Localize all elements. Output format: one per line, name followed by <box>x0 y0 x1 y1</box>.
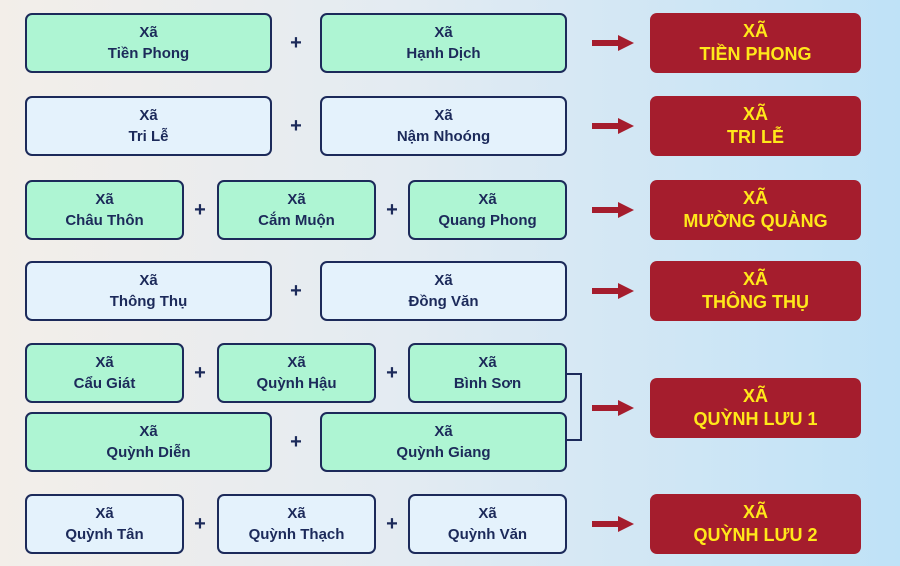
source-commune-box: Xã Thông Thụ <box>25 261 272 321</box>
merged-commune-result: XÃ THÔNG THỤ <box>650 261 861 321</box>
merge-arrow-icon <box>592 283 634 299</box>
commune-type-label: Xã <box>478 354 497 371</box>
plus-sign: + <box>290 431 302 453</box>
plus-sign: + <box>290 32 302 54</box>
commune-name-label: Hạnh Dịch <box>406 45 481 62</box>
commune-type-label: Xã <box>287 354 306 371</box>
commune-name-label: Quỳnh Hậu <box>256 375 337 392</box>
group-bracket-connector <box>567 373 582 441</box>
commune-name-label: Cẩu Giát <box>73 375 136 392</box>
plus-sign: + <box>386 513 398 535</box>
plus-sign: + <box>194 513 206 535</box>
source-commune-box: Xã Quang Phong <box>408 180 567 240</box>
commune-type-label: Xã <box>434 272 453 289</box>
source-commune-box: Xã Hạnh Dịch <box>320 13 567 73</box>
commune-name-label: Quỳnh Tân <box>65 526 144 543</box>
commune-type-label: Xã <box>434 423 453 440</box>
commune-type-label: Xã <box>95 505 114 522</box>
commune-name-label: Quỳnh Giang <box>396 444 491 461</box>
source-commune-box: Xã Tiền Phong <box>25 13 272 73</box>
source-commune-box: Xã Quỳnh Tân <box>25 494 184 554</box>
commune-type-label: Xã <box>478 191 497 208</box>
merge-arrow-icon <box>592 516 634 532</box>
result-name-label: MƯỜNG QUÀNG <box>683 211 828 231</box>
merged-commune-result: XÃ QUỲNH LƯU 2 <box>650 494 861 554</box>
source-commune-box: Xã Đồng Văn <box>320 261 567 321</box>
result-type-label: XÃ <box>742 104 768 124</box>
commune-name-label: Quang Phong <box>438 212 537 229</box>
merged-commune-result: XÃ MƯỜNG QUÀNG <box>650 180 861 240</box>
commune-name-label: Tiền Phong <box>107 45 190 62</box>
source-commune-box: Xã Cắm Muộn <box>217 180 376 240</box>
merge-arrow-icon <box>592 35 634 51</box>
merged-commune-result: XÃ TRI LỄ <box>650 96 861 156</box>
plus-sign: + <box>290 115 302 137</box>
merge-arrow-icon <box>592 202 634 218</box>
commune-name-label: Nậm Nhoóng <box>396 128 491 145</box>
result-name-label: TRI LỄ <box>727 127 784 147</box>
result-name-label: TIỀN PHONG <box>699 44 812 64</box>
commune-type-label: Xã <box>139 272 158 289</box>
merged-commune-result: XÃ QUỲNH LƯU 1 <box>650 378 861 438</box>
result-type-label: XÃ <box>742 502 768 522</box>
plus-sign: + <box>386 362 398 384</box>
result-name-label: QUỲNH LƯU 1 <box>693 409 818 429</box>
commune-type-label: Xã <box>95 191 114 208</box>
result-type-label: XÃ <box>742 188 768 208</box>
commune-name-label: Bình Sơn <box>453 375 522 392</box>
commune-name-label: Cắm Muộn <box>258 212 335 229</box>
commune-type-label: Xã <box>139 24 158 41</box>
commune-type-label: Xã <box>434 107 453 124</box>
commune-type-label: Xã <box>434 24 453 41</box>
commune-name-label: Tri Lễ <box>128 128 169 145</box>
source-commune-box: Xã Tri Lễ <box>25 96 272 156</box>
commune-type-label: Xã <box>95 354 114 371</box>
result-type-label: XÃ <box>742 386 768 406</box>
commune-type-label: Xã <box>478 505 497 522</box>
source-commune-box: Xã Quỳnh Giang <box>320 412 567 472</box>
plus-sign: + <box>194 362 206 384</box>
commune-name-label: Châu Thôn <box>65 212 144 229</box>
result-name-label: THÔNG THỤ <box>702 292 809 312</box>
commune-name-label: Quỳnh Văn <box>447 526 528 543</box>
source-commune-box: Xã Bình Sơn <box>408 343 567 403</box>
commune-name-label: Quỳnh Diễn <box>106 444 191 461</box>
result-type-label: XÃ <box>742 21 768 41</box>
commune-name-label: Quỳnh Thạch <box>248 526 345 543</box>
commune-type-label: Xã <box>287 505 306 522</box>
plus-sign: + <box>386 199 398 221</box>
result-name-label: QUỲNH LƯU 2 <box>693 525 818 545</box>
commune-type-label: Xã <box>139 107 158 124</box>
merged-commune-result: XÃ TIỀN PHONG <box>650 13 861 73</box>
plus-sign: + <box>290 280 302 302</box>
source-commune-box: Xã Châu Thôn <box>25 180 184 240</box>
source-commune-box: Xã Quỳnh Diễn <box>25 412 272 472</box>
commune-type-label: Xã <box>139 423 158 440</box>
source-commune-box: Xã Nậm Nhoóng <box>320 96 567 156</box>
commune-type-label: Xã <box>287 191 306 208</box>
source-commune-box: Xã Quỳnh Thạch <box>217 494 376 554</box>
source-commune-box: Xã Cẩu Giát <box>25 343 184 403</box>
merge-arrow-icon <box>592 400 634 416</box>
commune-name-label: Thông Thụ <box>109 293 188 310</box>
plus-sign: + <box>194 199 206 221</box>
source-commune-box: Xã Quỳnh Hậu <box>217 343 376 403</box>
source-commune-box: Xã Quỳnh Văn <box>408 494 567 554</box>
commune-name-label: Đồng Văn <box>408 293 479 310</box>
result-type-label: XÃ <box>742 269 768 289</box>
merge-arrow-icon <box>592 118 634 134</box>
